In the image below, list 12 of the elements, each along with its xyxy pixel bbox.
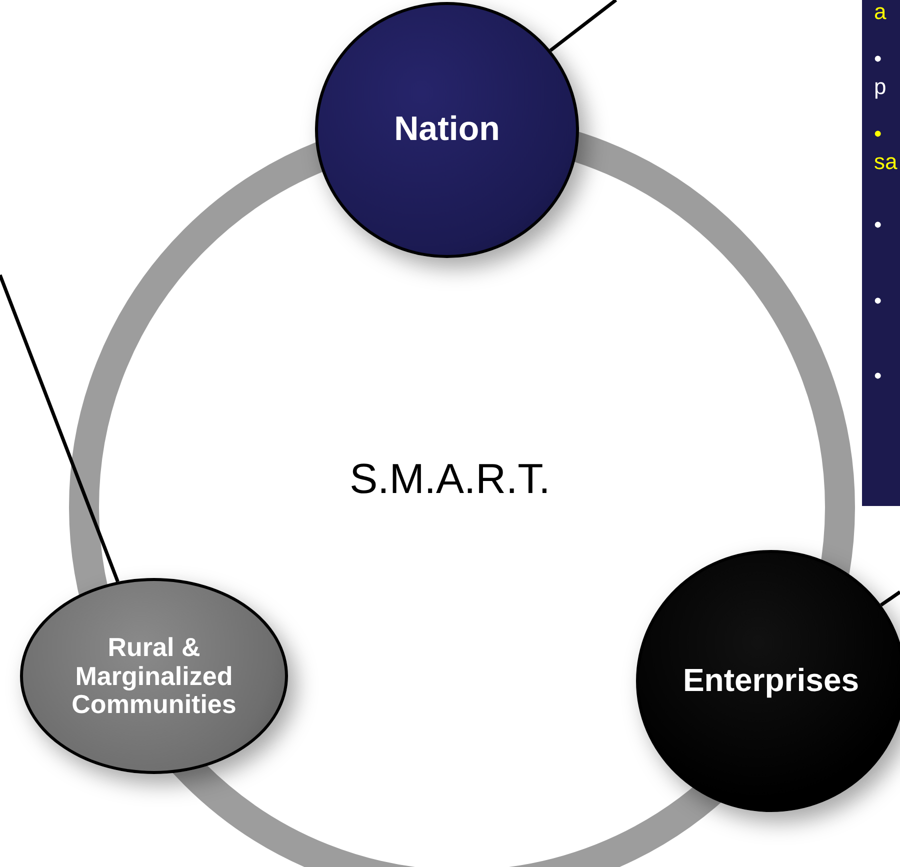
circle-label: Rural & Marginalized Communities (70, 633, 238, 719)
connector-line (549, 0, 618, 52)
center-label: S.M.A.R.T. (348, 455, 552, 503)
panel-text: • (874, 286, 883, 314)
panel-text: • (874, 211, 883, 239)
circle-label: Enterprises (682, 663, 860, 699)
panel-text: • sa (874, 120, 898, 176)
panel-text: • p (874, 45, 888, 100)
panel-text: a (874, 0, 888, 24)
panel-text: • (874, 362, 883, 390)
connector-line (880, 590, 900, 607)
circle-label: Nation (393, 111, 501, 149)
